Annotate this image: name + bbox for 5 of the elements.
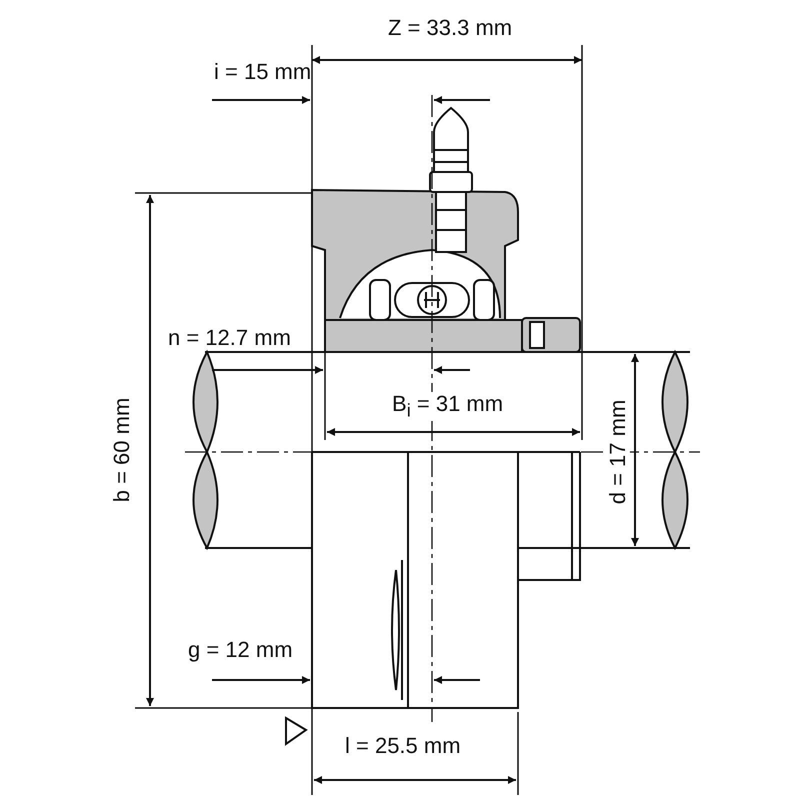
dimension-label: g = 12 mm — [187, 638, 294, 662]
dimension-label: Z = 33.3 mm — [387, 16, 514, 40]
dimension-label: n = 12.7 mm — [167, 326, 292, 350]
dimension-label: i = 15 mm — [213, 60, 312, 84]
dimension-label: l = 25.5 mm — [344, 734, 462, 758]
